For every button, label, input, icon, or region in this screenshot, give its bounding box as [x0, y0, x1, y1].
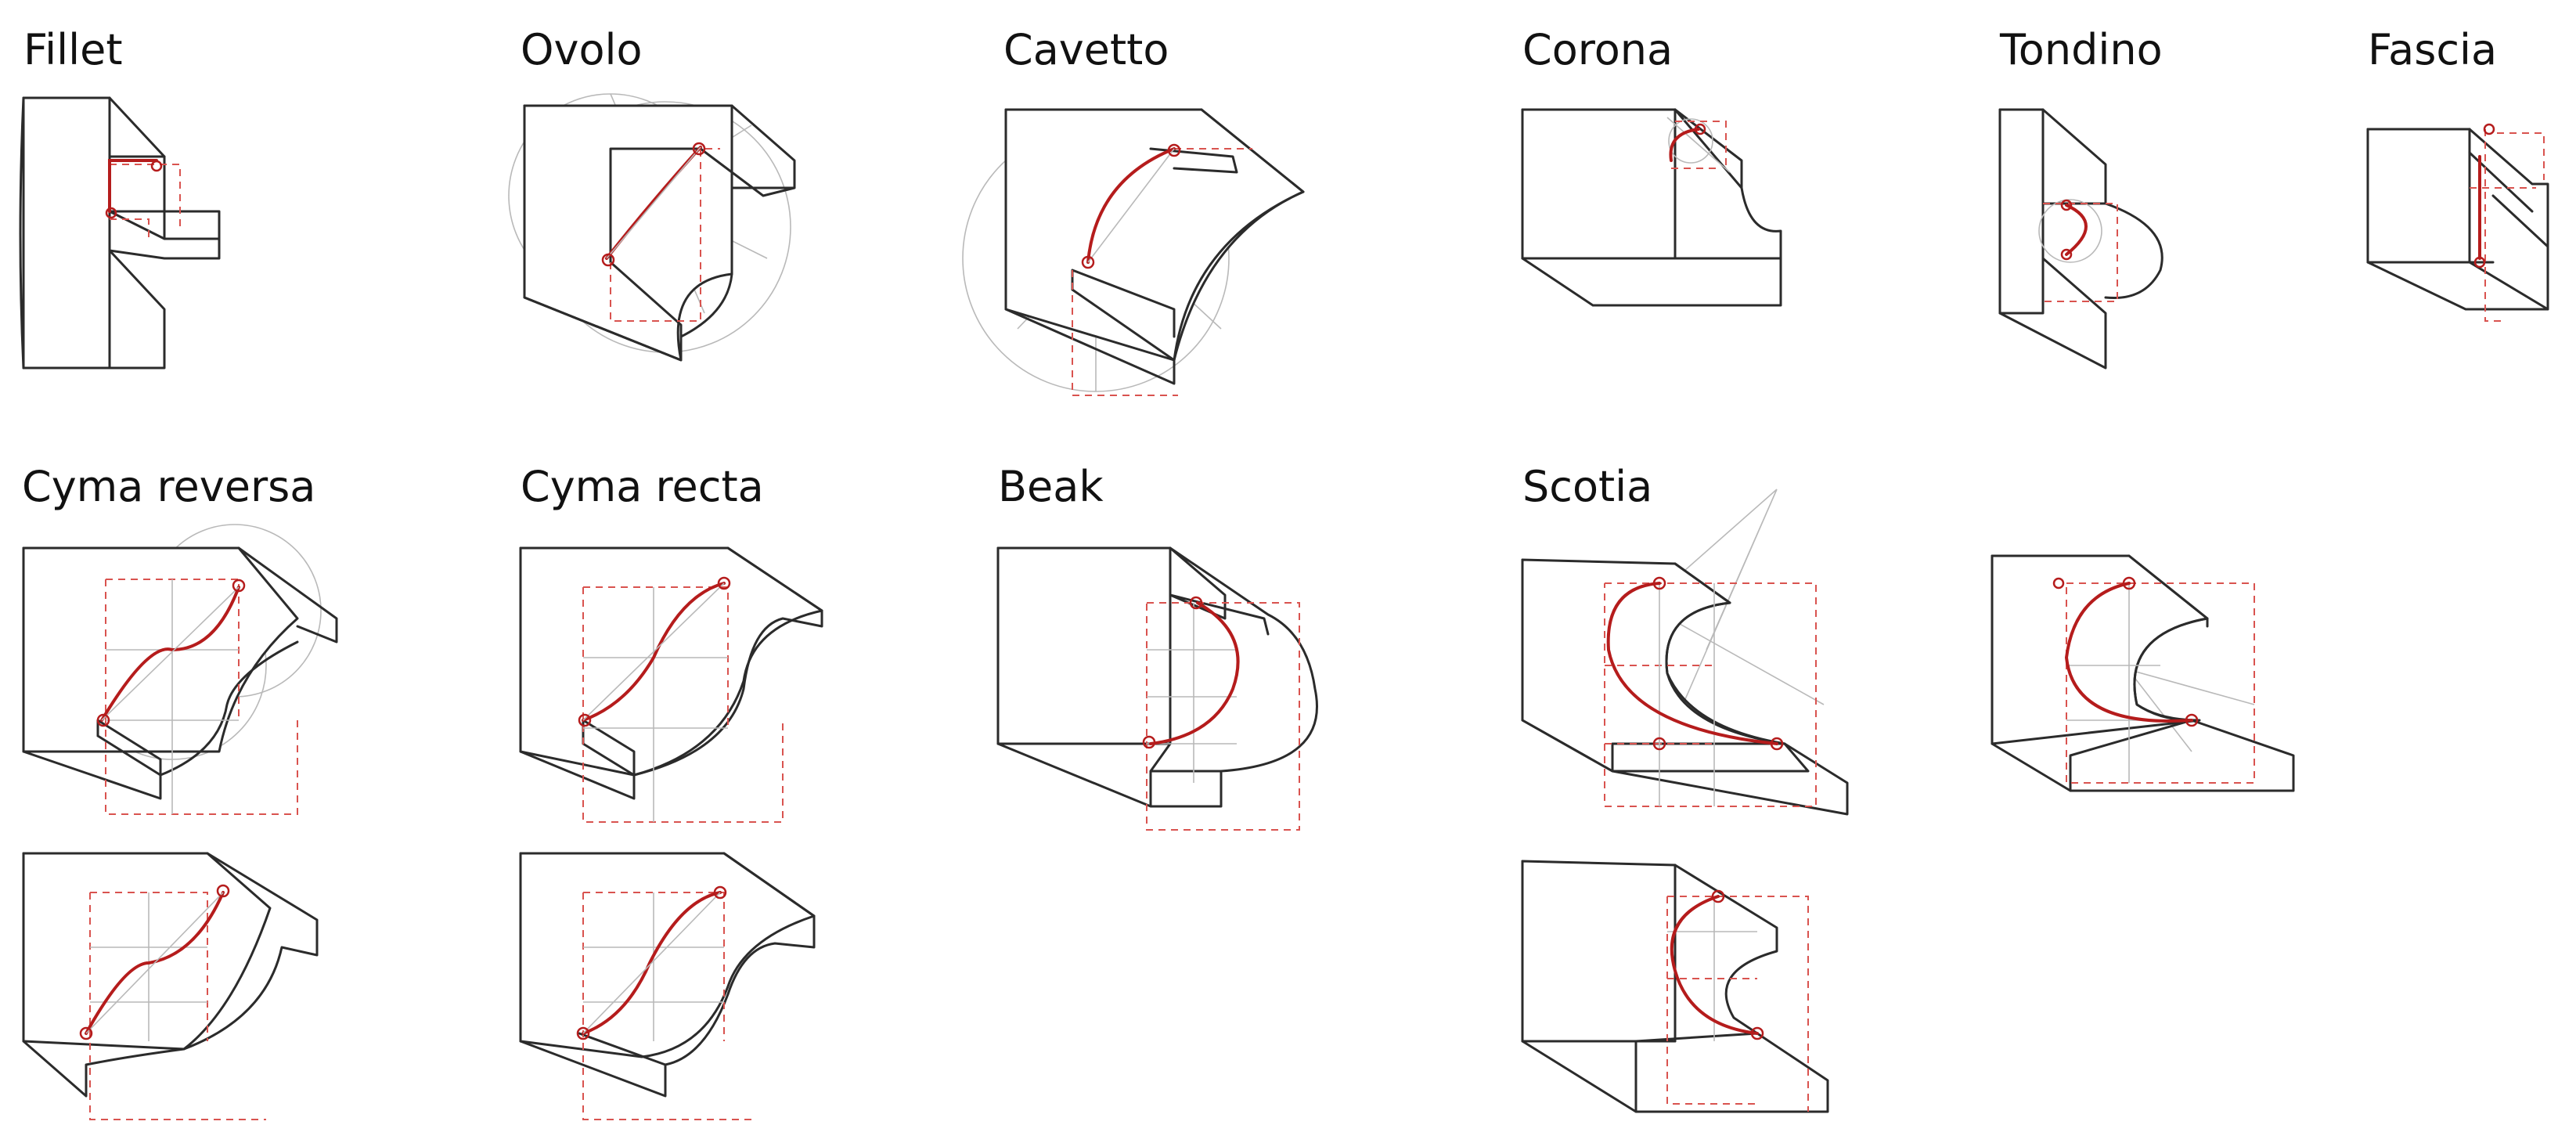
drawing-cyma-recta-2: [519, 852, 816, 1120]
drawing-cyma-reversa-1: [22, 524, 338, 815]
label-beak: Beak: [998, 462, 1104, 511]
drawing-cavetto: [962, 108, 1305, 396]
drawing-ovolo: [508, 93, 796, 362]
drawing-scotia-3: [1521, 860, 1829, 1113]
label-cyma-recta: Cyma recta: [521, 462, 764, 511]
label-corona: Corona: [1522, 25, 1673, 74]
label-scotia: Scotia: [1522, 462, 1652, 511]
drawing-fascia: [2366, 123, 2549, 322]
drawing-fillet: [19, 96, 221, 370]
drawing-scotia-2: [1991, 554, 2295, 792]
drawing-corona: [1521, 108, 1782, 307]
drawing-cyma-recta-1: [519, 546, 823, 823]
label-fascia: Fascia: [2368, 25, 2497, 74]
drawing-scotia-1: [1521, 489, 1849, 816]
label-cavetto: Cavetto: [1003, 25, 1169, 74]
label-tondino: Tondino: [1999, 25, 2163, 74]
label-cyma-reversa: Cyma reversa: [22, 462, 315, 511]
drawing-tondino: [1998, 108, 2163, 370]
label-ovolo: Ovolo: [521, 25, 643, 74]
drawing-cyma-reversa-2: [22, 852, 319, 1120]
label-fillet: Fillet: [23, 25, 123, 74]
drawing-beak: [996, 546, 1318, 831]
